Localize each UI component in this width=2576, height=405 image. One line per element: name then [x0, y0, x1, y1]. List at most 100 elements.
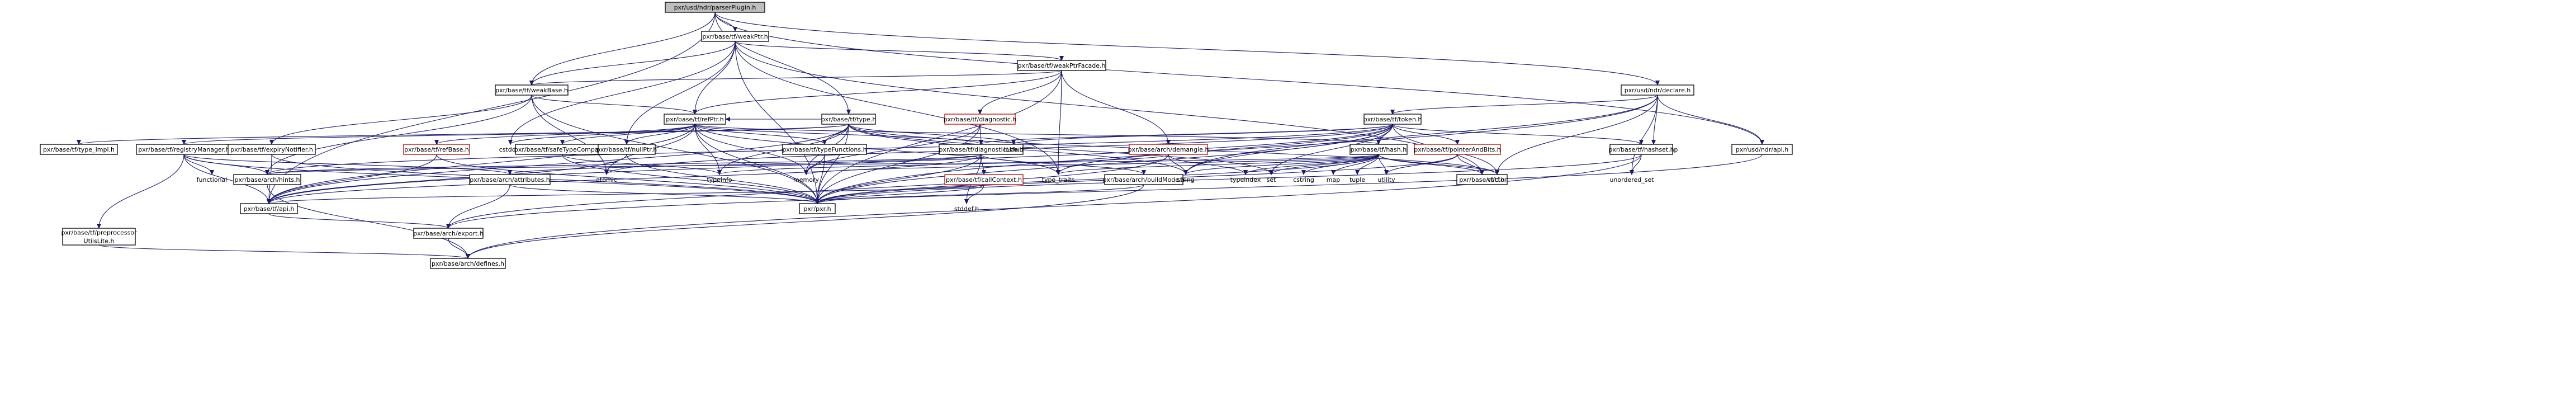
node-label: typeinfo: [707, 176, 732, 183]
node-diagnosticLite[interactable]: pxr/base/tf/diagnosticLite.h: [939, 144, 1024, 155]
node-box: [1129, 144, 1208, 155]
node-label: pxr/base/tf/preprocessor: [61, 229, 137, 237]
edge-tfHash-to-pxrH: [817, 154, 1379, 204]
node-ndrApi[interactable]: pxr/usd/ndr/api.h: [1731, 144, 1793, 155]
edge-tfApi-to-archExport: [268, 213, 448, 228]
node-tfHash[interactable]: pxr/base/tf/hash.h: [1349, 144, 1408, 155]
node-archHints[interactable]: pxr/base/arch/hints.h: [233, 174, 301, 185]
node-tfApi[interactable]: pxr/base/tf/api.h: [240, 203, 298, 214]
node-archDemangle[interactable]: pxr/base/arch/demangle.h: [1128, 144, 1209, 155]
node-label: type_traits: [1042, 176, 1075, 183]
edge-layer: [79, 12, 1762, 258]
edge-buildMode-to-pxrH: [817, 184, 1144, 204]
node-label: pxr/base/tf/weakPtrFacade.h: [1018, 62, 1106, 69]
node-expiryNotifier[interactable]: pxr/base/tf/expiryNotifier.h: [228, 144, 316, 155]
node-iosfwd: iosfwd: [1003, 146, 1023, 153]
node-callContext[interactable]: pxr/base/tf/callContext.h: [944, 174, 1024, 185]
node-tfType[interactable]: pxr/base/tf/type.h: [821, 114, 877, 125]
node-label: pxr/base/tf/weakBase.h: [495, 87, 568, 94]
edge-nullPtr-to-pxrH: [626, 154, 817, 204]
node-weakPtrFacade[interactable]: pxr/base/tf/weakPtrFacade.h: [1017, 60, 1106, 71]
edge-tfHash-to-string: [1186, 154, 1379, 175]
edge-tfToken-to-tfApi: [269, 124, 1393, 204]
node-box: [1017, 60, 1106, 71]
node-box: [228, 144, 316, 155]
edge-tfHash-to-tuple: [1357, 154, 1379, 175]
edge-pointerAndBits-to-tfTf: [1457, 154, 1482, 175]
node-atomic: atomic: [596, 176, 617, 183]
node-buildMode[interactable]: pxr/base/arch/buildMode.h: [1103, 174, 1185, 185]
edge-parserPlugin-to-ndrDeclare: [714, 12, 1658, 85]
edge-tfType-to-registryManager: [184, 124, 849, 144]
node-label: unordered_set: [1609, 176, 1654, 183]
edge-preprocessorUtilsLite-to-archDefines: [98, 244, 468, 258]
edge-hashset-to-unordered_set: [1632, 154, 1642, 175]
node-label: pxr/base/tf/pointerAndBits.h: [1414, 146, 1501, 153]
node-label: pxr/base/tf/registryManager.h: [138, 146, 229, 153]
node-label: pxr/base/tf/weakPtr.h: [702, 33, 768, 40]
edge-registryManager-to-preprocessorUtilsLite: [99, 154, 184, 228]
node-refBase[interactable]: pxr/base/tf/refBase.h: [403, 144, 470, 155]
node-tfToken[interactable]: pxr/base/tf/token.h: [1363, 114, 1422, 125]
edge-tfHash-to-vector: [1378, 154, 1497, 175]
node-box: [598, 144, 656, 155]
node-box: [1456, 174, 1508, 185]
node-label: pxr/base/tf/type_Impl.h: [43, 146, 115, 153]
node-box: [1363, 114, 1422, 125]
edge-tfHash-to-typeindex: [1246, 154, 1379, 175]
node-archExport[interactable]: pxr/base/arch/export.h: [413, 228, 484, 239]
node-weakPtr[interactable]: pxr/base/tf/weakPtr.h: [701, 31, 769, 42]
edge-tfHash-to-map: [1333, 154, 1379, 175]
node-typeImpl[interactable]: pxr/base/tf/type_Impl.h: [40, 144, 118, 155]
node-typeFunctions[interactable]: pxr/base/tf/typeFunctions.h: [782, 144, 867, 155]
edge-weakPtr-to-refPtr: [695, 41, 736, 114]
node-pointerAndBits[interactable]: pxr/base/tf/pointerAndBits.h: [1414, 144, 1501, 155]
edge-ndrDeclare-to-vector: [1497, 95, 1658, 175]
edge-tfHash-to-memory: [806, 154, 1379, 175]
node-tfTf[interactable]: pxr/base/tf/tf.h: [1456, 174, 1508, 185]
edge-tfHash-to-type_traits: [1058, 154, 1379, 175]
edge-parserPlugin-to-weakPtr: [714, 12, 735, 31]
node-safeTypeCompare[interactable]: pxr/base/tf/safeTypeCompare.h: [514, 144, 610, 155]
edge-weakPtr-to-cstddef: [510, 41, 736, 144]
node-label: pxr/base/tf/token.h: [1363, 116, 1422, 123]
node-label: pxr/base/arch/buildMode.h: [1103, 176, 1185, 183]
node-refPtr[interactable]: pxr/base/tf/refPtr.h: [664, 114, 726, 125]
node-box: [701, 31, 769, 42]
edge-tfToken-to-pxrH: [817, 124, 1393, 204]
node-tfDiagnostic[interactable]: pxr/base/tf/diagnostic.h: [944, 114, 1017, 125]
edge-diagnosticLite-to-tfApi: [269, 154, 982, 204]
node-layer: pxr/usd/ndr/parserPlugin.h pxr/base/tf/we…: [40, 2, 1793, 269]
edge-tfHash-to-archHints: [267, 154, 1379, 175]
edge-hashset-to-archDefines: [468, 154, 1642, 258]
node-archDefines[interactable]: pxr/base/arch/defines.h: [430, 258, 506, 269]
edge-refPtr-to-typeFunctions: [694, 124, 825, 144]
node-weakBase[interactable]: pxr/base/tf/weakBase.h: [495, 84, 569, 96]
node-label: string: [1177, 176, 1195, 183]
edge-weakBase-to-pxrH: [531, 95, 817, 204]
node-registryManager[interactable]: pxr/base/tf/registryManager.h: [136, 144, 232, 155]
node-hashset[interactable]: pxr/base/tf/hashset.h: [1608, 144, 1674, 155]
node-label: pxr/base/tf/diagnostic.h: [944, 116, 1017, 123]
node-label: pxr/base/arch/defines.h: [432, 260, 504, 267]
node-box: [62, 228, 136, 246]
edge-tfType-to-tfApi: [269, 124, 849, 204]
edge-ndrDeclare-to-string: [1186, 95, 1658, 175]
node-box: [1104, 174, 1183, 185]
node-label: utility: [1377, 176, 1395, 183]
node-ndrDeclare[interactable]: pxr/usd/ndr/declare.h: [1621, 84, 1694, 96]
node-nullPtr[interactable]: pxr/base/tf/nullPtr.h: [596, 144, 657, 155]
node-label: functional: [197, 176, 228, 183]
node-map: map: [1327, 176, 1340, 183]
edge-registryManager-to-archAttributes: [183, 154, 510, 175]
edge-tfToken-to-pointerAndBits: [1392, 124, 1457, 144]
node-label: pxr/usd/ndr/parserPlugin.h: [674, 4, 756, 11]
edge-diagnosticLite-to-archAttributes: [510, 154, 982, 175]
node-unordered_set: unordered_set: [1609, 176, 1654, 183]
node-box: [40, 144, 118, 155]
node-archAttributes[interactable]: pxr/base/arch/attributes.h: [469, 174, 551, 185]
node-pxrH[interactable]: pxr/pxr.h: [799, 203, 836, 214]
node-box: [665, 2, 765, 13]
